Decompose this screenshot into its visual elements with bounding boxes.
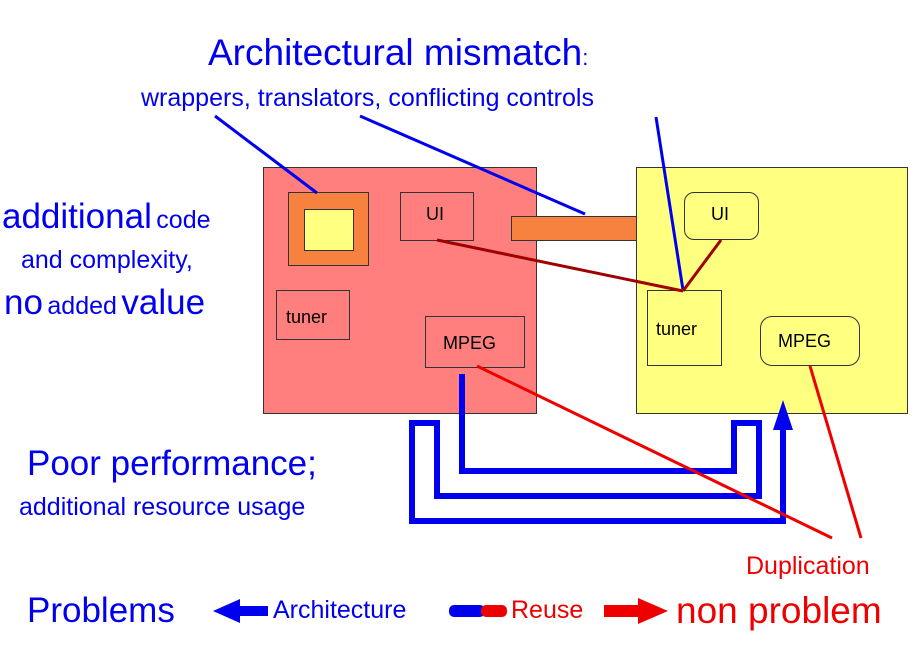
- problems-arrow-head: [213, 599, 240, 623]
- right-tuner-label: tuner: [656, 319, 698, 339]
- legend-problems: Problems: [27, 591, 175, 630]
- legend-non-problem: non problem: [676, 590, 882, 631]
- problems-arrow-shaft: [238, 606, 268, 616]
- left-mpeg-label: MPEG: [443, 333, 497, 353]
- pointer-line-controls: [654, 116, 685, 291]
- right-ui-box: [684, 192, 759, 240]
- left-note-line2: and complexity,: [21, 246, 193, 274]
- left-note-no: no: [4, 283, 43, 322]
- title-colon: :: [582, 45, 589, 70]
- spectrum-bar-red: [481, 605, 507, 617]
- left-mpeg-box: [425, 316, 525, 368]
- duplication-label: Duplication: [746, 552, 870, 580]
- pointer-line-wrapper: [214, 114, 318, 195]
- connector-bar: [511, 216, 659, 241]
- legend-architecture: Architecture: [273, 596, 407, 624]
- left-wrapper-inner: [304, 209, 354, 251]
- performance-loop-inner: [409, 374, 786, 524]
- left-tuner-label: tuner: [286, 307, 328, 327]
- control-link-left-ui: [436, 238, 684, 293]
- duplication-line-left: [476, 364, 833, 540]
- right-ui-label: UI: [711, 204, 729, 224]
- performance-arrow-head: [773, 400, 793, 430]
- left-note-line3: no added value: [4, 285, 205, 320]
- right-mpeg-box: [760, 316, 860, 366]
- duplication-line-right: [808, 365, 863, 539]
- pointer-line-translator: [359, 114, 586, 216]
- diagram-title: Architectural mismatch:: [208, 34, 588, 71]
- diagram-subtitle: wrappers, translators, conflicting contr…: [141, 84, 594, 112]
- left-note-line1: additional code: [2, 199, 211, 234]
- left-note-small-word: code: [156, 206, 211, 234]
- non-problem-arrow-head: [638, 598, 668, 624]
- legend-reuse: Reuse: [511, 596, 584, 624]
- right-mpeg-label: MPEG: [778, 331, 832, 351]
- control-link-right-ui: [681, 239, 723, 292]
- performance-line2: additional resource usage: [19, 493, 306, 521]
- spectrum-bar-blue: [449, 605, 485, 617]
- left-ui-label: UI: [426, 204, 444, 224]
- title-main: Architectural mismatch: [208, 32, 583, 73]
- left-note-big-word: additional: [2, 197, 152, 236]
- left-tuner-box: [276, 290, 350, 340]
- left-note-added: added: [47, 292, 117, 320]
- non-problem-arrow-shaft: [604, 605, 640, 617]
- performance-line1: Poor performance;: [27, 444, 317, 483]
- left-note-value: value: [121, 283, 206, 322]
